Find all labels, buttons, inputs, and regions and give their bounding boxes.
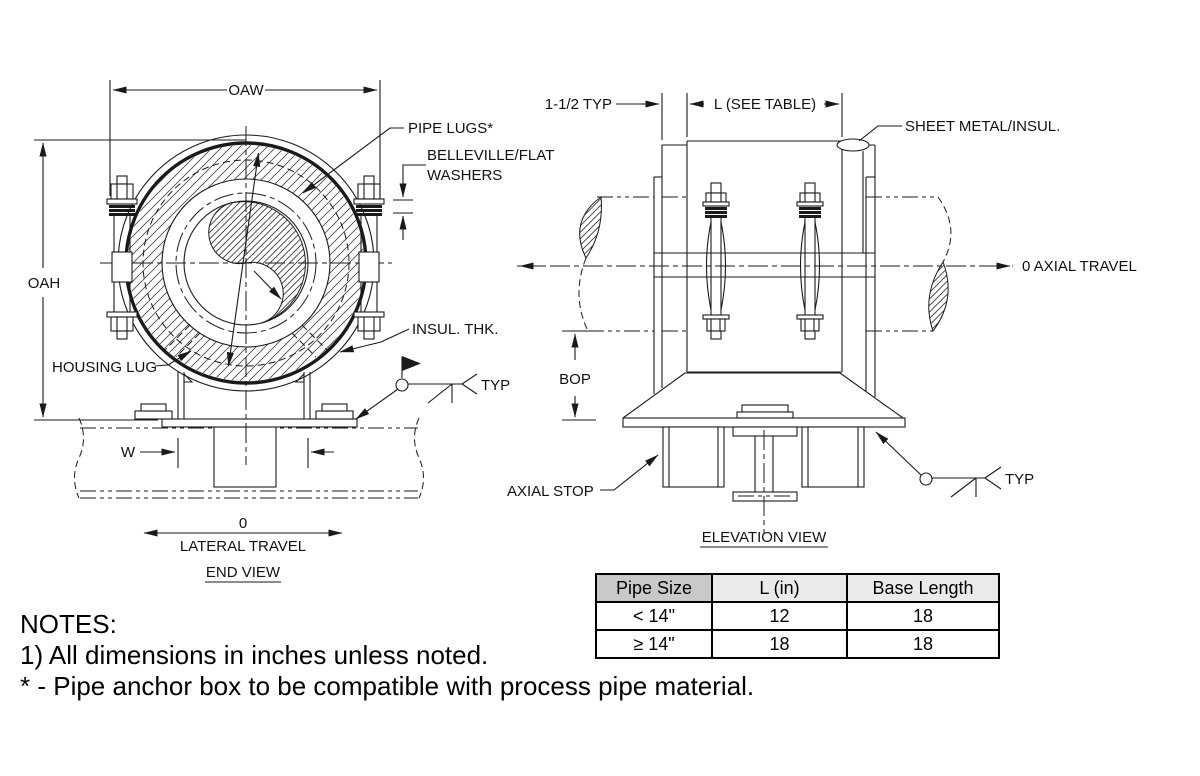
table-cell: 18 (711, 629, 848, 659)
callout-insul-thk: INSUL. THK. (339, 321, 498, 353)
dim-axial-travel: 0 AXIAL TRAVEL (519, 258, 1137, 275)
lateral-travel-label: LATERAL TRAVEL (180, 538, 306, 555)
dim-w: W (121, 438, 334, 468)
table-cell: < 14" (595, 601, 713, 631)
end-view-title: END VIEW (206, 564, 281, 581)
elevation-base-plate (622, 417, 906, 428)
anchor-bolt-left (702, 182, 730, 340)
sheet-metal-ellipse (836, 138, 870, 152)
housing-lug-label: HOUSING LUG (52, 359, 157, 376)
pipe-break-left (579, 196, 602, 260)
table-header-pipe-size: Pipe Size (595, 573, 713, 603)
notes-heading: NOTES: (20, 609, 117, 639)
dim-oah: OAH (28, 139, 246, 421)
table-header-row: Pipe Size L (in) Base Length (595, 573, 1000, 603)
table-row: < 14" 12 18 (595, 601, 1000, 631)
beam-break-left (74, 417, 84, 499)
weld-all-around-circle (919, 472, 933, 486)
clamp-bolts-right (353, 175, 385, 340)
table-cell: 18 (846, 601, 1000, 631)
pedestal-column (213, 426, 277, 488)
bop-label: BOP (559, 371, 591, 388)
oah-label: OAH (28, 275, 61, 292)
dim-bop: BOP (559, 330, 596, 421)
belleville-label-line1: BELLEVILLE/FLAT (427, 147, 554, 164)
elevation-view-title: ELEVATION VIEW (702, 529, 827, 546)
notes-block: NOTES: 1) All dimensions in inches unles… (20, 609, 754, 702)
note-item: * - Pipe anchor box to be compatible wit… (20, 671, 755, 701)
weld-symbol-end-view: TYP (355, 356, 510, 420)
weld-typ-label: TYP (481, 377, 510, 394)
beam-break-right (414, 417, 424, 499)
table-row: ≥ 14" 18 18 (595, 629, 1000, 659)
table-cell: 18 (846, 629, 1000, 659)
weld-typ-label: TYP (1005, 471, 1034, 488)
weld-all-around-circle (395, 378, 409, 392)
table-header-base-length: Base Length (846, 573, 1000, 603)
axial-stop-right (801, 426, 865, 488)
hold-down-clip-right (315, 410, 354, 420)
dim-spacing: 1-1/2 TYP (545, 93, 843, 140)
length-label: L (SEE TABLE) (714, 96, 816, 113)
process-pipe (517, 196, 1013, 333)
support-beam-phantom (74, 417, 424, 499)
callout-housing-lug: HOUSING LUG (52, 350, 192, 376)
callout-belleville-washers: BELLEVILLE/FLAT WASHERS (393, 147, 554, 240)
base-gusset (622, 372, 904, 419)
spacing-label: 1-1/2 TYP (545, 96, 612, 113)
ring-diameter-line (226, 152, 261, 367)
dim-lateral-travel: 0 LATERAL TRAVEL (143, 515, 343, 555)
callout-sheet-metal: SHEET METAL/INSUL. (858, 118, 1060, 142)
hold-down-clip-left (134, 410, 173, 420)
pipe-size-table: Pipe Size L (in) Base Length < 14" 12 18… (595, 573, 1000, 659)
oaw-label: OAW (228, 82, 264, 99)
axial-travel-label: 0 AXIAL TRAVEL (1022, 258, 1137, 275)
end-view: OAW OAH W 0 LATERAL TRAVEL PI (28, 80, 554, 583)
dim-length: L (SEE TABLE) (689, 96, 840, 113)
base-plate (161, 418, 358, 428)
lateral-travel-value: 0 (239, 515, 247, 532)
elevation-view: 1-1/2 TYP L (SEE TABLE) 0 AXIAL TRAVEL B… (507, 93, 1137, 548)
beam-top-flange (732, 426, 798, 437)
anchor-bolt-right (796, 182, 824, 340)
fillet-weld-triangle (427, 383, 453, 404)
field-weld-flag (402, 356, 421, 371)
insul-thk-label: INSUL. THK. (412, 321, 498, 338)
table-header-l-in: L (in) (711, 573, 848, 603)
w-label: W (121, 444, 136, 461)
base-assembly (622, 372, 906, 533)
pedestal (134, 372, 358, 488)
table-cell: 12 (711, 601, 848, 631)
belleville-label-line2: WASHERS (427, 167, 502, 184)
clamp-bolts-left (106, 175, 138, 340)
fillet-weld-triangle (950, 477, 977, 498)
anchor-box (653, 138, 876, 397)
callout-pipe-lugs: PIPE LUGS* (302, 120, 493, 194)
dim-oaw: OAW (109, 80, 381, 196)
note-item: 1) All dimensions in inches unless noted… (20, 640, 489, 670)
pipe-lugs-label: PIPE LUGS* (408, 120, 493, 137)
sheet-metal-label: SHEET METAL/INSUL. (905, 118, 1060, 135)
axial-stop-left (662, 426, 725, 488)
table-cell: ≥ 14" (595, 629, 713, 659)
beam-bottom-flange (732, 491, 798, 502)
axial-stop-label: AXIAL STOP (507, 483, 594, 500)
weld-symbol-elevation: TYP (875, 431, 1034, 498)
pipe-clamp-section (100, 126, 392, 465)
pipe-break-right (928, 260, 949, 333)
callout-axial-stop: AXIAL STOP (507, 454, 659, 500)
